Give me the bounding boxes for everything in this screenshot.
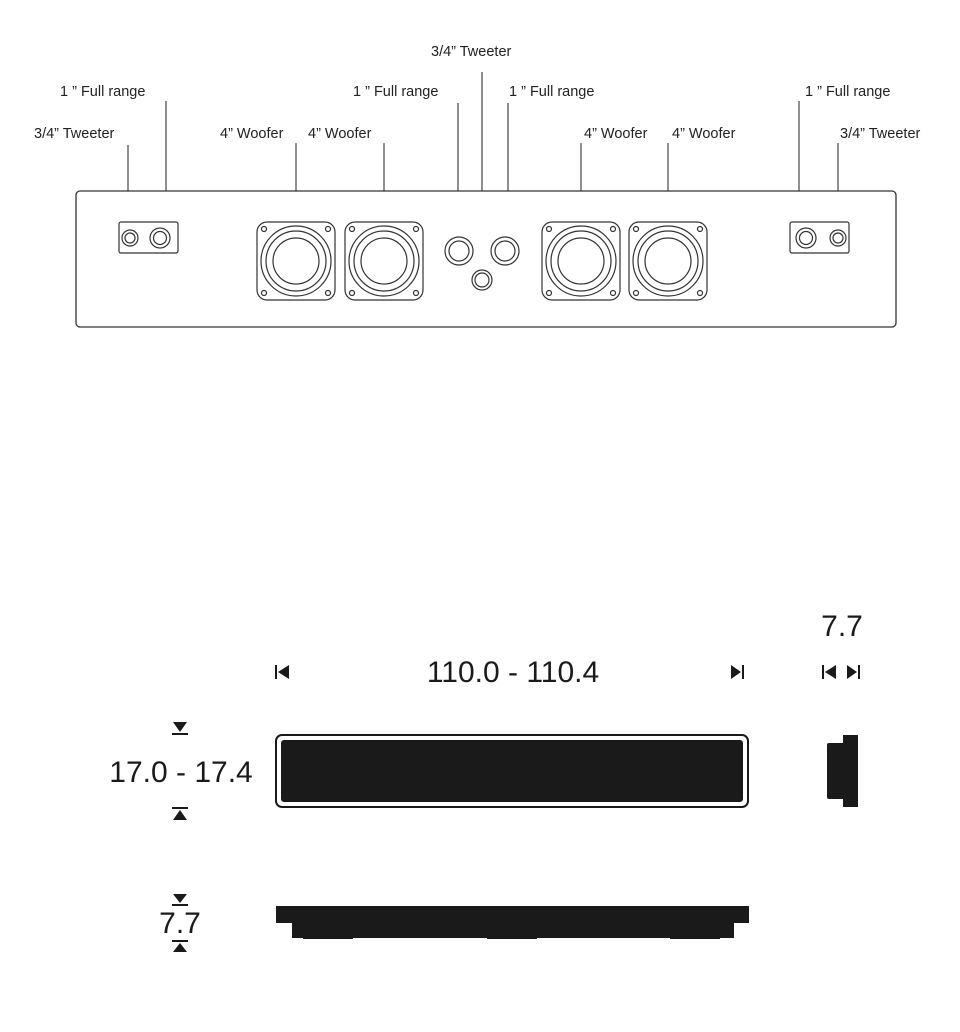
soundbar-top-view bbox=[276, 906, 749, 939]
woofer-2-icon bbox=[344, 221, 424, 301]
label-full-range-left: 1 ” Full range bbox=[60, 84, 145, 100]
label-tweeter-center: 3/4” Tweeter bbox=[431, 44, 512, 60]
arrow-left-small-icon bbox=[822, 665, 836, 679]
arrow-up-icon bbox=[172, 807, 188, 820]
driver-layout: 1 ” Full range 3/4” Tweeter 4” Woofer 4”… bbox=[34, 44, 921, 328]
bottom-depth-value: 7.7 bbox=[159, 907, 201, 940]
woofer-1-icon bbox=[256, 221, 336, 301]
height-value: 17.0 - 17.4 bbox=[109, 756, 252, 789]
label-full-range-right: 1 ” Full range bbox=[805, 84, 890, 100]
woofer-3-icon bbox=[541, 221, 621, 301]
right-tweeter-module bbox=[789, 221, 850, 254]
side-depth-value: 7.7 bbox=[821, 610, 863, 643]
arrow-down-icon bbox=[172, 722, 188, 735]
woofer-4-icon bbox=[628, 221, 708, 301]
label-tweeter-right: 3/4” Tweeter bbox=[840, 126, 921, 142]
soundbar-front-view bbox=[275, 734, 749, 808]
bottom-depth-dimension: 7.7 bbox=[159, 894, 201, 952]
label-tweeter-left: 3/4” Tweeter bbox=[34, 126, 115, 142]
label-full-range-center-left: 1 ” Full range bbox=[353, 84, 438, 100]
arrow-right-small-icon bbox=[847, 665, 860, 679]
height-dimension: 17.0 - 17.4 bbox=[109, 722, 253, 820]
arrow-left-icon bbox=[275, 665, 289, 679]
left-tweeter-module bbox=[118, 221, 179, 254]
center-driver-cluster bbox=[444, 236, 520, 291]
width-value: 110.0 - 110.4 bbox=[427, 656, 599, 689]
side-depth-dimension: 7.7 bbox=[821, 610, 863, 679]
woofers bbox=[256, 221, 708, 301]
arrow-down-bottom-icon bbox=[172, 894, 188, 906]
label-full-range-center-right: 1 ” Full range bbox=[509, 84, 594, 100]
label-woofer-2: 4” Woofer bbox=[308, 126, 372, 142]
label-woofer-1: 4” Woofer bbox=[220, 126, 284, 142]
soundbar-side-view bbox=[827, 735, 858, 807]
arrow-up-bottom-icon bbox=[172, 940, 188, 952]
dimension-drawings: 110.0 - 110.4 7.7 17.0 - 17. bbox=[109, 610, 863, 952]
soundbar-front-outline bbox=[75, 190, 897, 328]
width-dimension: 110.0 - 110.4 bbox=[275, 656, 744, 689]
label-woofer-4: 4” Woofer bbox=[672, 126, 736, 142]
arrow-right-icon bbox=[731, 665, 744, 679]
label-woofer-3: 4” Woofer bbox=[584, 126, 648, 142]
